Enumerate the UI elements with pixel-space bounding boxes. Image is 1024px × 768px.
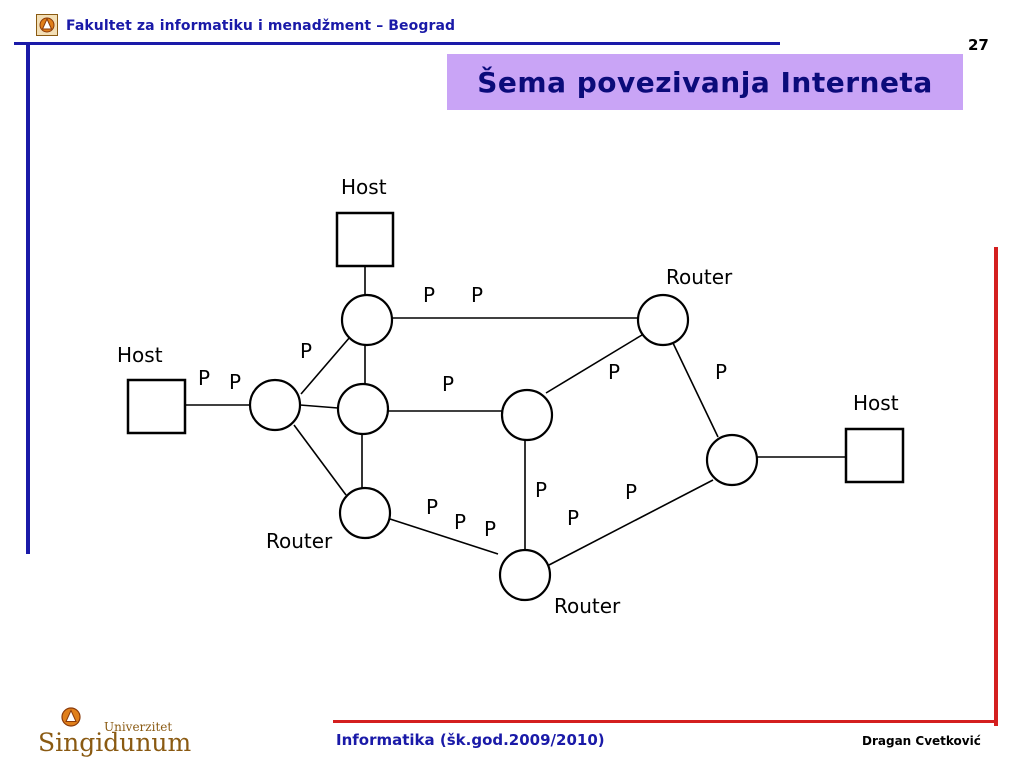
right-divider [994, 247, 998, 726]
slide-title: Šema povezivanja Interneta [477, 65, 933, 99]
packet-label: P [625, 480, 637, 504]
footer-divider [333, 720, 998, 723]
diagram-links [185, 266, 846, 566]
host-node [844, 427, 905, 484]
router-node [340, 293, 394, 347]
host-node [126, 378, 187, 435]
packet-label: P [198, 366, 210, 390]
host-node [335, 211, 395, 268]
packet-label: P [484, 517, 496, 541]
router-label: Router [666, 265, 733, 289]
router-node [338, 486, 392, 540]
packet-label: P [715, 360, 727, 384]
router-node [336, 382, 390, 436]
singidunum-emblem-icon [61, 707, 81, 727]
singidunum-emblem-icon [36, 14, 58, 36]
host-nodes [126, 211, 905, 484]
router-node [500, 388, 554, 442]
router-nodes [248, 293, 759, 602]
link [672, 342, 719, 438]
link [548, 479, 714, 566]
router-node [498, 548, 552, 602]
link [545, 334, 643, 394]
page-number: 27 [968, 36, 989, 54]
packet-label: P [535, 478, 547, 502]
link [293, 424, 347, 496]
host-label: Host [117, 343, 163, 367]
link [389, 518, 499, 555]
author-label: Dragan Cvetković [862, 734, 981, 748]
left-divider [26, 44, 30, 554]
faculty-header: Fakultet za informatiku i menadžment – B… [66, 18, 456, 34]
packet-label: P [471, 283, 483, 307]
router-label: Router [554, 594, 621, 618]
packet-label: P [229, 370, 241, 394]
header-divider [14, 42, 780, 45]
packet-label: P [426, 495, 438, 519]
host-label: Host [341, 175, 387, 199]
router-node [636, 293, 690, 347]
host-label: Host [853, 391, 899, 415]
packet-label: P [608, 360, 620, 384]
router-node [248, 378, 302, 432]
packet-label: P [454, 510, 466, 534]
router-node [705, 433, 759, 487]
brand-name: Singidunum [38, 728, 192, 757]
node-labels: Host Host Host Router Router Router [117, 175, 899, 618]
packet-label: P [423, 283, 435, 307]
course-label: Informatika (šk.god.2009/2010) [336, 731, 605, 749]
packet-label: P [567, 506, 579, 530]
packet-labels: P P P P P P P P P P P P P P [198, 283, 727, 541]
link [300, 336, 351, 395]
link [299, 404, 339, 409]
brand-subtitle: Univerzitet [104, 720, 173, 734]
packet-label: P [442, 372, 454, 396]
title-banner: Šema povezivanja Interneta [447, 54, 963, 110]
router-label: Router [266, 529, 333, 553]
packet-label: P [300, 339, 312, 363]
